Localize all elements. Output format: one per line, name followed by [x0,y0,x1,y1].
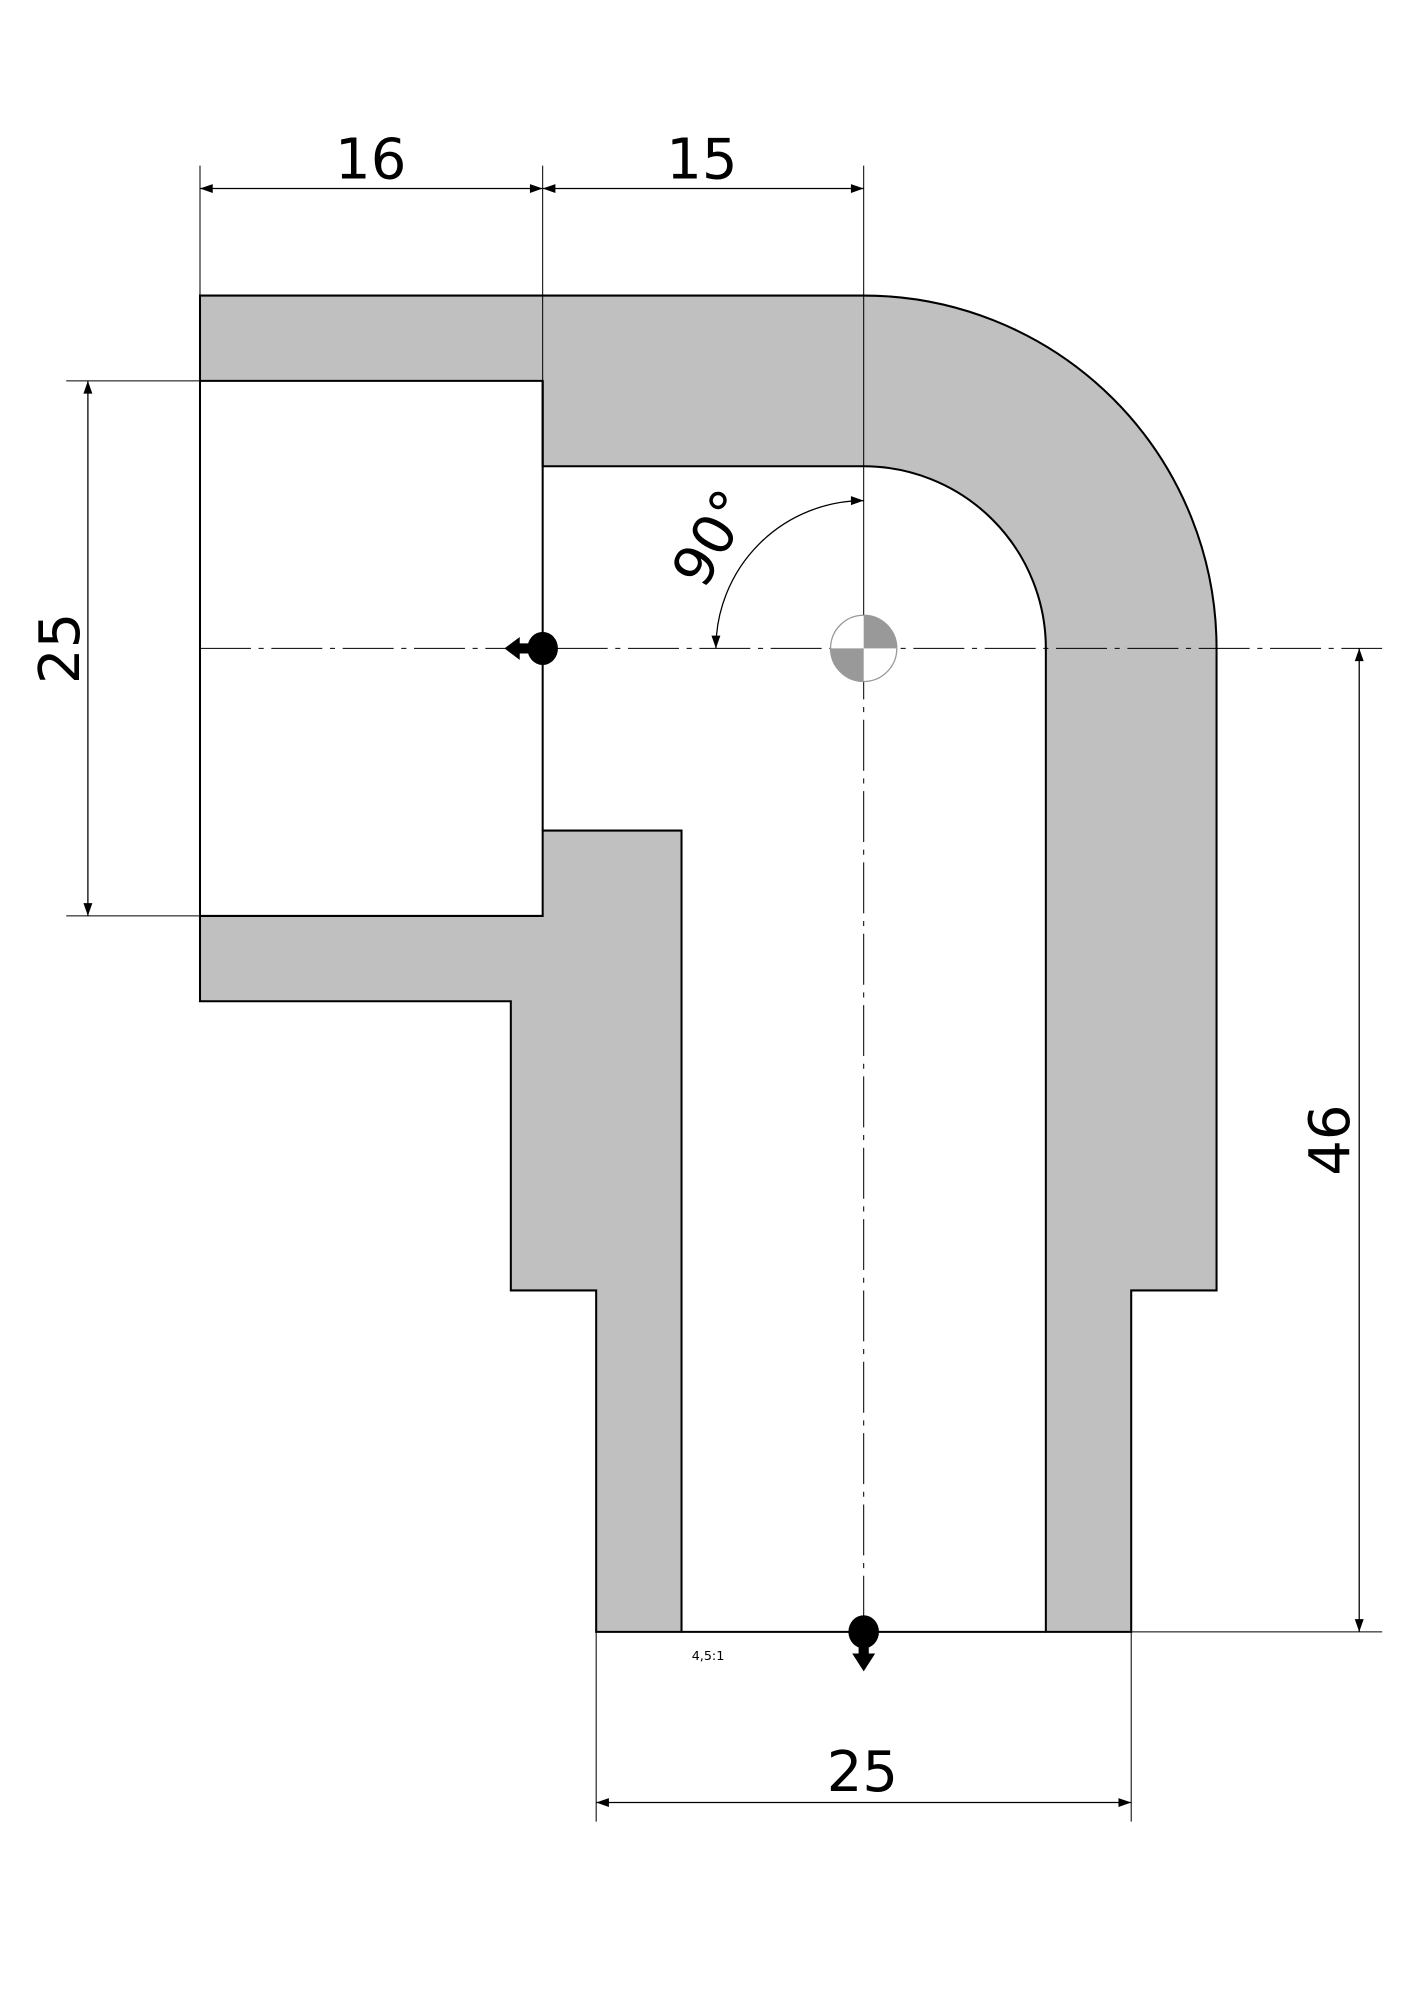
dimension-46-label: 46 [1298,1104,1363,1175]
center-mark-icon [829,614,898,683]
dimension-25-bottom-label: 25 [827,1740,898,1805]
dimension-15-label: 15 [666,127,737,192]
angle-90-label: 90° [660,479,766,598]
dimension-25-left-label: 25 [28,613,93,684]
dimension-16-label: 16 [335,127,406,192]
left-port-marker-icon [504,631,558,665]
elbow-upper-body [198,294,1218,1633]
scale-note: 4,5:1 [692,1649,725,1664]
angle-dimension-arc [711,496,864,649]
elbow-lower-body [198,829,683,1633]
bottom-port-marker-icon [848,1615,879,1672]
